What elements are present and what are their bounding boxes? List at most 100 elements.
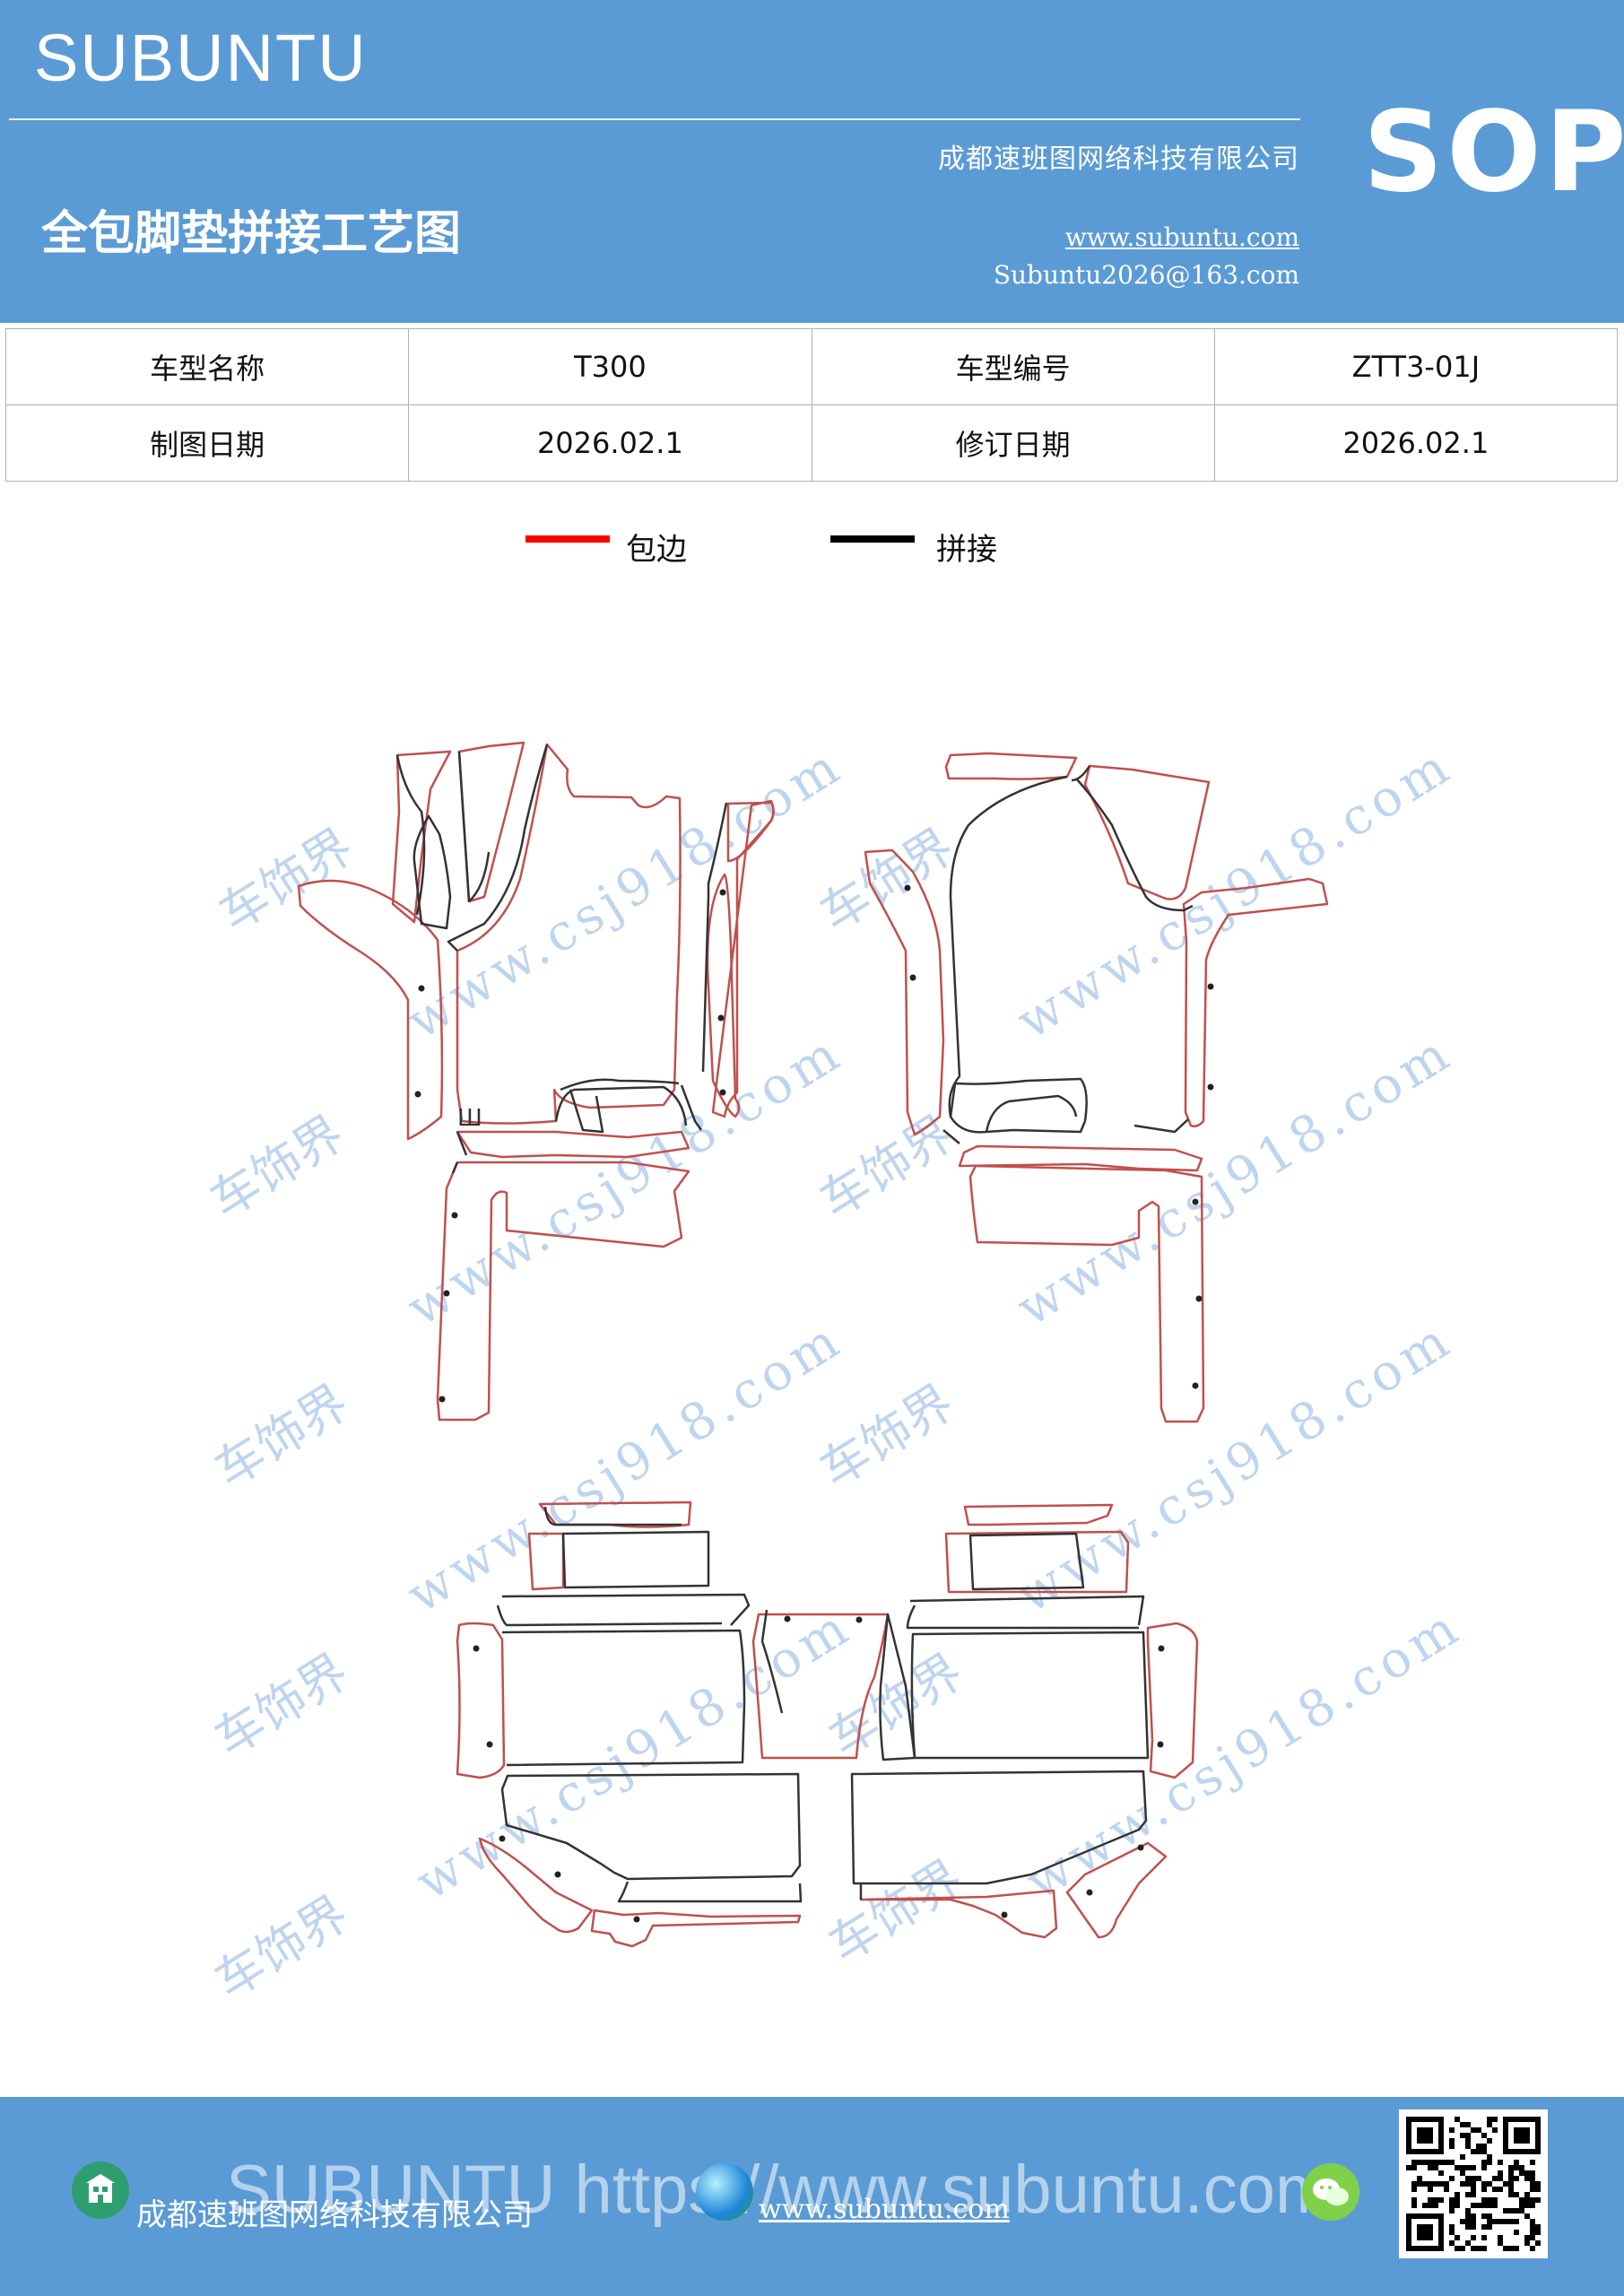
qr-module — [1465, 2138, 1471, 2144]
qr-module — [1530, 2224, 1535, 2230]
qr-module — [1455, 2203, 1460, 2208]
qr-module — [1438, 2170, 1444, 2176]
fastener-dot — [1001, 1911, 1008, 1918]
email-address: Subuntu2026@163.com — [993, 260, 1299, 290]
legend-swatch-seam — [830, 535, 915, 543]
qr-module — [1476, 2149, 1481, 2154]
qr-module — [1498, 2187, 1503, 2192]
qr-module — [1487, 2203, 1492, 2208]
qr-module — [1438, 2181, 1444, 2187]
fastener-dot — [633, 1916, 640, 1923]
table-cell: T300 — [408, 328, 812, 405]
qr-module — [1428, 2160, 1433, 2165]
table-row: 车型名称 T300 车型编号 ZTT3-01J — [4, 328, 1619, 405]
qr-module — [1535, 2240, 1541, 2246]
qr-module — [1530, 2176, 1535, 2181]
qr-module — [1498, 2160, 1503, 2165]
mat-piece — [910, 1631, 1150, 1760]
qr-module — [1481, 2213, 1487, 2219]
legend-swatch-edge — [525, 535, 610, 543]
qr-module — [1460, 2219, 1465, 2224]
mat-piece — [751, 1613, 890, 1760]
qr-finder — [1417, 2224, 1433, 2240]
mat-piece — [456, 1130, 690, 1159]
mat-piece — [760, 1609, 784, 1714]
qr-module — [1514, 2219, 1519, 2224]
fastener-dot — [1192, 1198, 1199, 1205]
footer-website-link[interactable]: www.subuntu.com — [759, 2194, 1010, 2225]
qr-module — [1428, 2165, 1433, 2170]
fastener-dot — [784, 1615, 791, 1622]
qr-module — [1503, 2219, 1508, 2224]
qr-module — [1460, 2165, 1465, 2170]
table-cell: 制图日期 — [4, 404, 410, 482]
mat-piece — [1071, 765, 1091, 782]
qr-module — [1514, 2165, 1519, 2170]
mat-piece — [297, 879, 444, 1141]
watermark-text: www.csj918.com — [406, 1596, 863, 1912]
mat-piece — [590, 1909, 802, 1948]
qr-module — [1455, 2197, 1460, 2203]
table-row: 制图日期 2026.02.1 修订日期 2026.02.1 — [4, 404, 1619, 482]
watermark-text: www.csj918.com — [397, 1022, 854, 1338]
qr-module — [1530, 2235, 1535, 2240]
qr-module — [1481, 2149, 1487, 2154]
watermark-text-cn: 车饰界 — [205, 1374, 359, 1499]
qr-module — [1411, 2203, 1417, 2208]
qr-module — [1535, 2224, 1541, 2230]
qr-module — [1428, 2181, 1433, 2187]
qr-module — [1514, 2160, 1519, 2165]
qr-module — [1514, 2176, 1519, 2181]
table-cell: 车型名称 — [4, 328, 410, 405]
qr-module — [1530, 2246, 1535, 2251]
legend-label-seam: 拼接 — [936, 532, 997, 568]
fastener-dot — [1192, 1382, 1199, 1389]
mat-piece — [457, 741, 525, 903]
qr-module — [1492, 2203, 1498, 2208]
info-table: 车型名称 T300 车型编号 ZTT3-01J 制图日期 2026.02.1 修… — [4, 328, 1619, 482]
qr-module — [1535, 2230, 1541, 2235]
qr-module — [1487, 2122, 1492, 2127]
mat-piece — [909, 1595, 1145, 1626]
watermark-text-cn: 车饰界 — [811, 1374, 964, 1499]
mat-piece — [501, 1593, 751, 1626]
qr-module — [1406, 2165, 1411, 2170]
qr-module — [1444, 2187, 1449, 2192]
fastener-dot — [1207, 1083, 1214, 1091]
qr-finder — [1417, 2127, 1433, 2144]
qr-module — [1530, 2160, 1535, 2165]
watermark-text-cn: 车饰界 — [811, 1105, 964, 1230]
qr-module — [1487, 2224, 1492, 2230]
table-cell: 2026.02.1 — [1213, 404, 1619, 482]
mat-piece — [1065, 1841, 1168, 1939]
table-cell: 车型编号 — [811, 328, 1215, 405]
qr-module — [1465, 2165, 1471, 2170]
qr-finder — [1514, 2127, 1530, 2144]
qr-module — [1449, 2203, 1455, 2208]
building-icon — [72, 2161, 129, 2219]
qr-module — [1411, 2160, 1417, 2165]
qr-module — [1508, 2181, 1514, 2187]
mat-piece — [456, 1131, 468, 1156]
watermark-text-cn: 车饰界 — [820, 1643, 973, 1768]
mat-piece — [1182, 877, 1329, 1128]
watermark-text: www.csj918.com — [397, 1309, 854, 1625]
watermark-text: www.csj918.com — [1007, 1309, 1463, 1625]
qr-module — [1465, 2133, 1471, 2138]
fastener-dot — [439, 1396, 446, 1403]
qr-module — [1519, 2208, 1524, 2213]
mat-piece — [968, 1164, 1205, 1423]
qr-module — [1449, 2127, 1455, 2133]
qr-module — [1530, 2197, 1535, 2203]
qr-module — [1455, 2165, 1460, 2170]
qr-module — [1487, 2213, 1492, 2219]
qr-module — [1498, 2240, 1503, 2246]
qr-module — [1508, 2170, 1514, 2176]
qr-module — [1422, 2160, 1428, 2165]
website-link[interactable]: www.subuntu.com — [1064, 222, 1299, 252]
mat-piece — [560, 1078, 680, 1091]
qr-module — [1465, 2144, 1471, 2149]
qr-module — [1460, 2133, 1465, 2138]
qr-code-icon — [1399, 2109, 1548, 2258]
watermark-text-cn: 车饰界 — [201, 1105, 354, 1230]
